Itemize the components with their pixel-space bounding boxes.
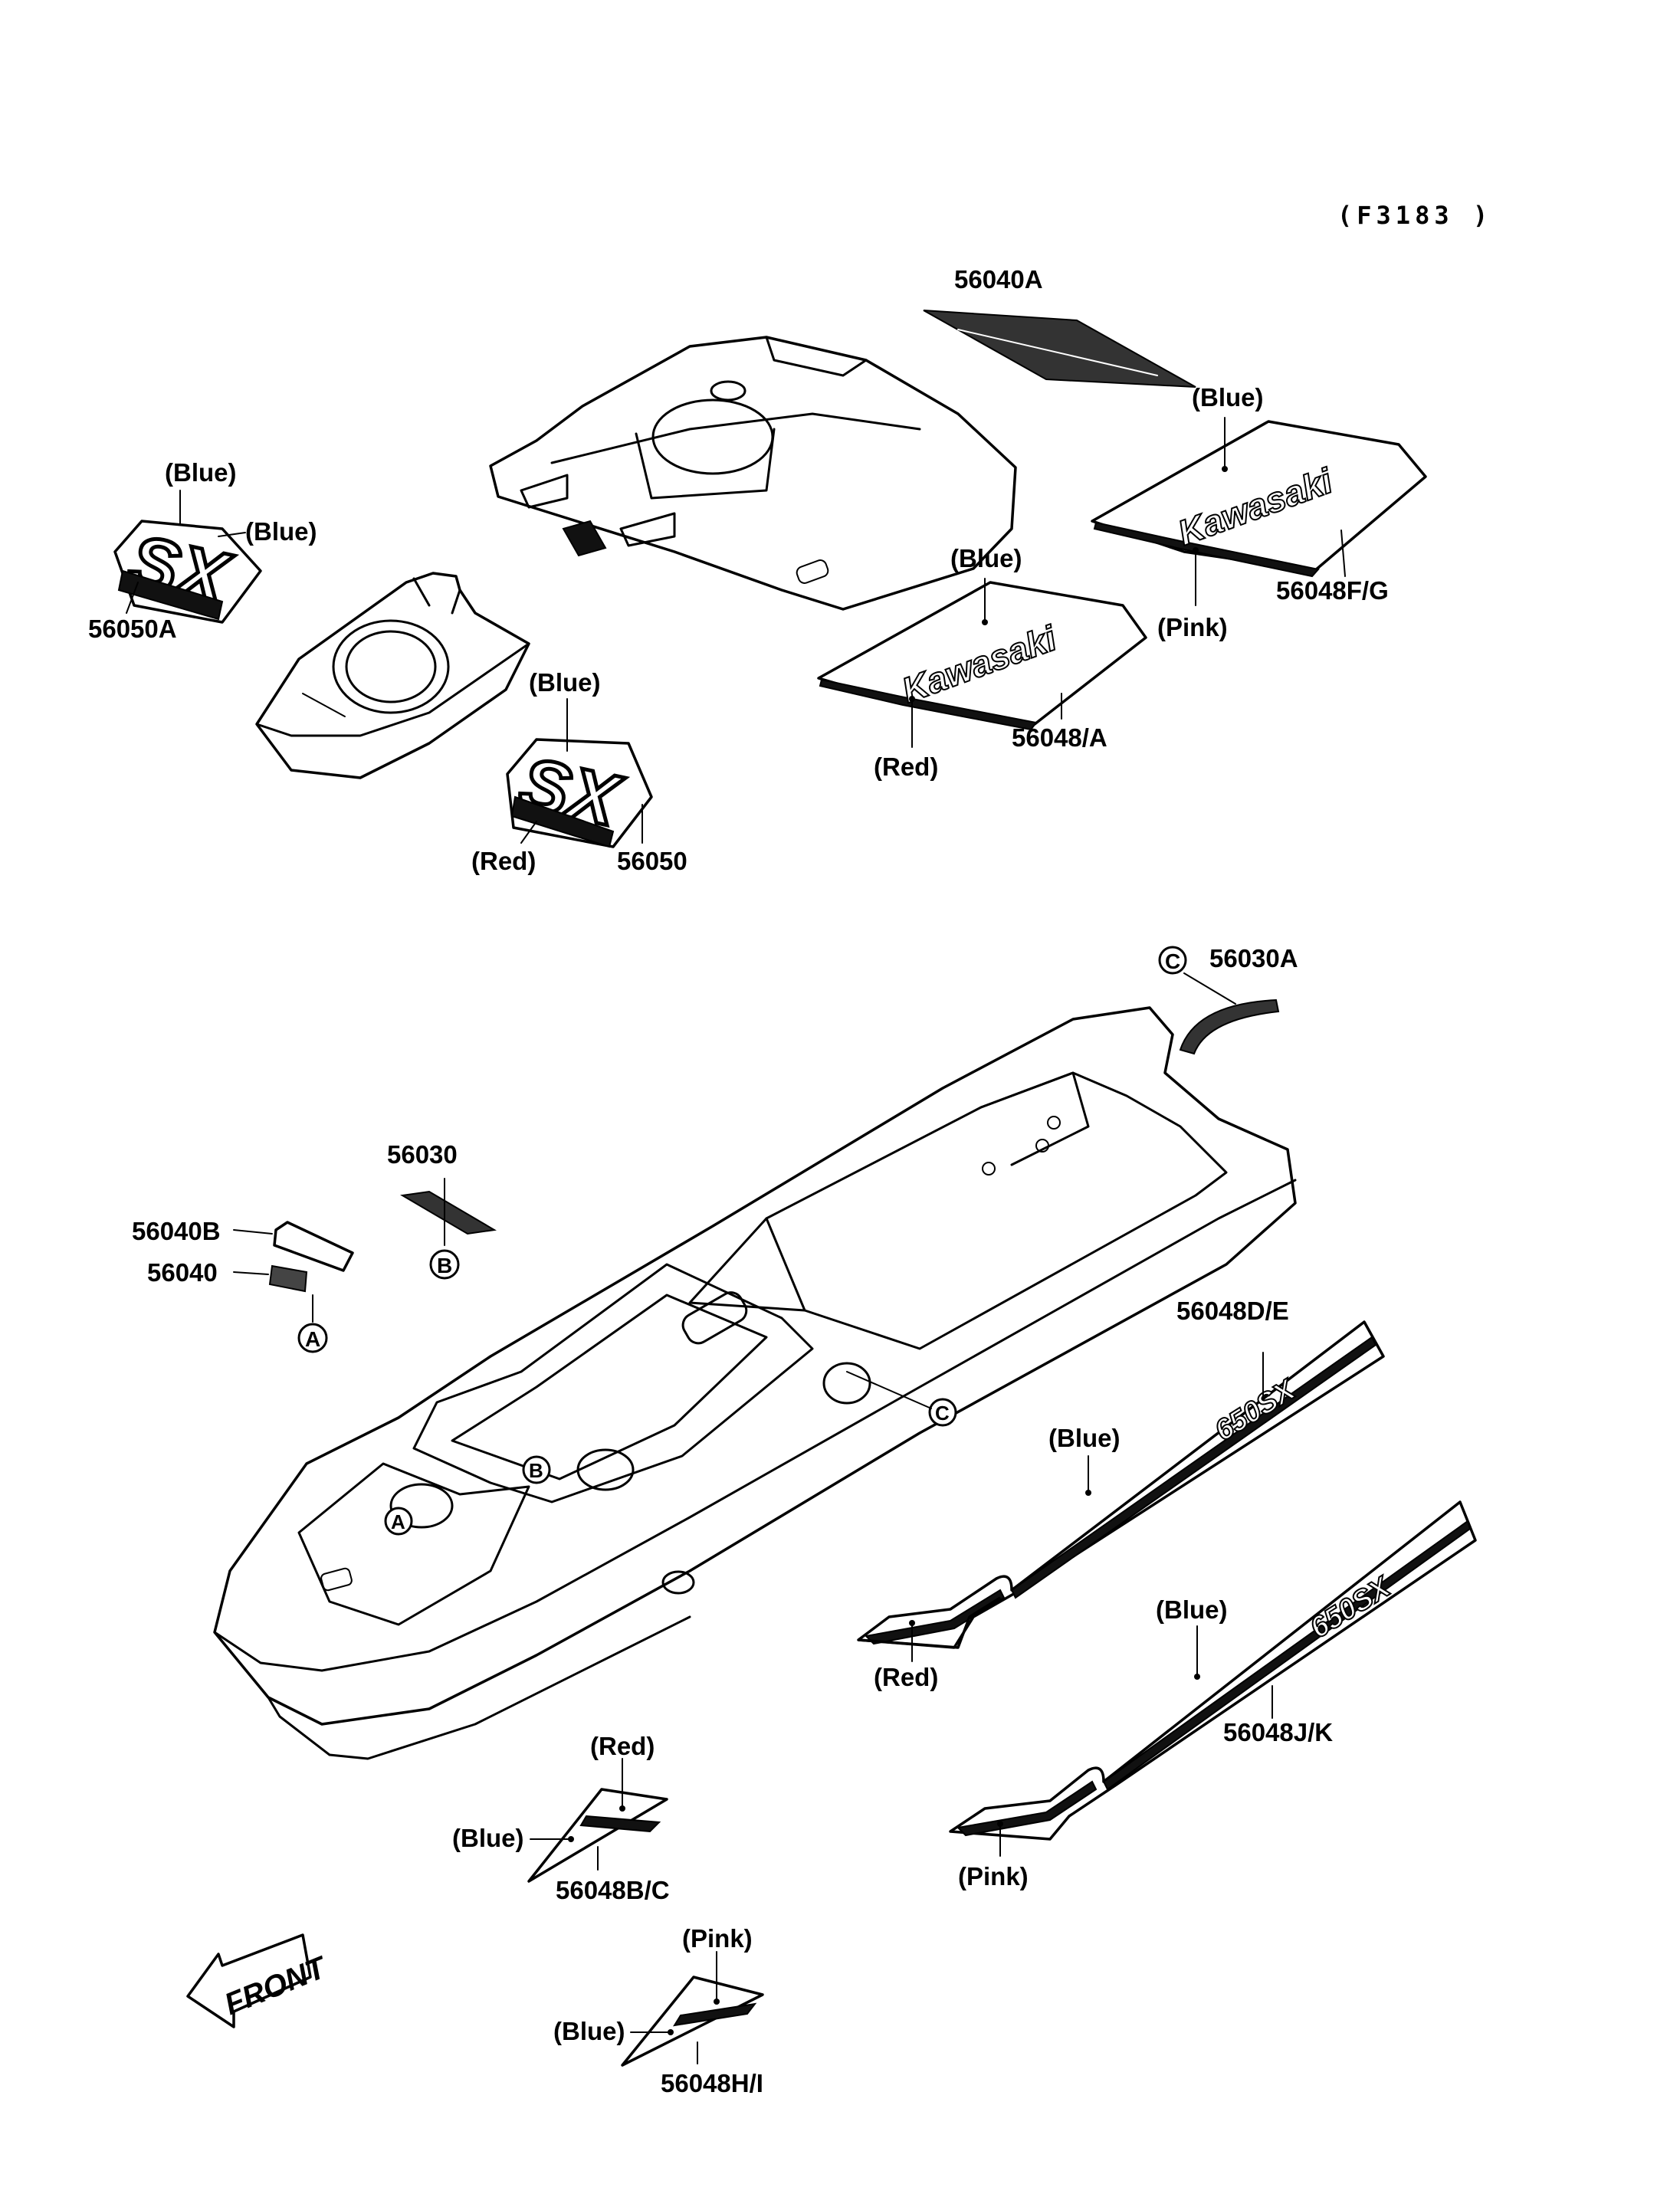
decal-56048DE: 650SX 56048D/E (Blue) (Red)	[857, 1297, 1385, 1691]
part-56048DE-label: 56048D/E	[1176, 1297, 1289, 1325]
engine-cover	[489, 336, 1017, 611]
decal-56050: SX (Blue) (Red) 56050	[471, 668, 687, 875]
diagram-code: (F3183 )	[1337, 201, 1492, 230]
part-56048A-label: 56048/A	[1012, 723, 1107, 752]
part-56040A-label: 56040A	[954, 265, 1043, 293]
color-blue-56048HI: (Blue)	[553, 2017, 625, 2045]
color-red-56048BC: (Red)	[590, 1732, 655, 1760]
part-56048FG-label: 56048F/G	[1276, 576, 1389, 605]
color-pink-56048HI: (Pink)	[682, 1924, 753, 1953]
part-56048HI-label: 56048H/I	[661, 2069, 763, 2097]
marker-b-56030	[429, 1249, 460, 1280]
part-56040-label: 56040	[147, 1258, 218, 1287]
decal-56030A: C 56030A	[1158, 944, 1298, 1055]
marker-b-hull: B	[529, 1459, 543, 1482]
decal-56048A: Kawasaki (Blue) (Red) 56048/A	[817, 544, 1147, 781]
part-56030-label: 56030	[387, 1140, 458, 1169]
decal-56030: 56030 B	[387, 1140, 497, 1280]
decals-56040B-56040: 56040B 56040 A	[132, 1217, 354, 1353]
part-56048BC-label: 56048B/C	[556, 1876, 670, 1904]
color-blue-56048A: (Blue)	[950, 544, 1022, 572]
part-56040B-label: 56040B	[132, 1217, 221, 1245]
marker-a-56040	[297, 1323, 328, 1353]
model-logo-56048JK: 650SX	[1304, 1570, 1397, 1644]
color-blue-56050A-side: (Blue)	[245, 517, 317, 546]
part-56050-label: 56050	[617, 847, 687, 875]
color-pink-56048FG: (Pink)	[1157, 613, 1228, 641]
color-blue-56048BC: (Blue)	[452, 1824, 524, 1852]
part-56050A-label: 56050A	[88, 615, 177, 643]
decal-56048HI: (Pink) (Blue) 56048H/I	[553, 1924, 764, 2097]
part-56030A-label: 56030A	[1209, 944, 1298, 972]
color-blue-56048FG: (Blue)	[1192, 383, 1264, 412]
color-red-56050: (Red)	[471, 847, 536, 875]
color-red-56048A: (Red)	[874, 753, 938, 781]
color-blue-56048DE: (Blue)	[1048, 1424, 1121, 1452]
decal-56048FG: Kawasaki (Blue) (Pink) 56048F/G	[1091, 383, 1427, 641]
marker-c-top-label: C	[1165, 949, 1180, 973]
color-blue-56050: (Blue)	[529, 668, 601, 697]
decal-56048JK: 650SX (Blue) 56048J/K (Pink)	[949, 1500, 1477, 1890]
color-blue-56050A-top: (Blue)	[165, 458, 237, 487]
marker-a-hull: A	[391, 1510, 405, 1533]
handle-pole-cover	[255, 572, 530, 779]
front-arrow: FRONT	[186, 1933, 333, 2028]
decal-56040A: 56040A	[923, 265, 1196, 388]
decal-56048BC: (Red) (Blue) 56048B/C	[452, 1732, 670, 1904]
part-56048JK-label: 56048J/K	[1223, 1718, 1333, 1746]
marker-c-hull: C	[935, 1402, 950, 1425]
color-blue-56048JK: (Blue)	[1156, 1595, 1228, 1624]
jet-ski-hull: A B C	[213, 1006, 1297, 1760]
color-red-56048DE: (Red)	[874, 1663, 938, 1691]
marker-c-top	[1158, 946, 1187, 975]
decal-56050A: SX (Blue) (Blue) 56050A	[88, 458, 317, 643]
marker-a-56040-label: A	[305, 1327, 320, 1351]
marker-b-56030-label: B	[437, 1254, 452, 1277]
color-pink-56048JK: (Pink)	[958, 1862, 1029, 1890]
